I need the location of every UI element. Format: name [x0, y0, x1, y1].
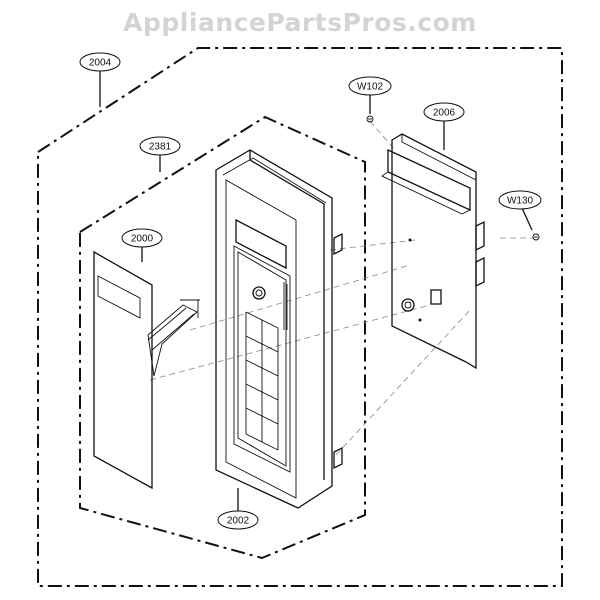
svg-text:2381: 2381 — [149, 142, 172, 153]
callout-2004: 2004 — [79, 52, 121, 72]
svg-text:2000: 2000 — [131, 234, 154, 245]
callout-w102: W102 — [348, 76, 392, 96]
assembly-2004-boundary — [37, 47, 563, 587]
callout-2000: 2000 — [121, 228, 163, 248]
part-2006-pcb — [381, 133, 485, 370]
svg-text:2004: 2004 — [89, 58, 112, 69]
svg-text:W102: W102 — [357, 82, 384, 93]
callout-2002: 2002 — [217, 510, 259, 530]
svg-text:2002: 2002 — [227, 516, 250, 527]
part-2002-control-panel — [215, 149, 343, 509]
screw-w102 — [366, 115, 374, 123]
callout-2381: 2381 — [139, 136, 181, 156]
assembly-2381-boundary — [79, 115, 366, 560]
svg-text:W130: W130 — [507, 196, 534, 207]
leader-lines — [99, 70, 533, 512]
part-2000-membrane — [93, 250, 200, 490]
svg-text:2006: 2006 — [433, 108, 456, 119]
keypad-grid — [245, 311, 279, 451]
callout-w130: W130 — [498, 190, 542, 210]
callout-2006: 2006 — [423, 102, 465, 122]
watermark: AppliancePartsPros.com — [123, 8, 477, 37]
screw-w130 — [532, 233, 540, 241]
